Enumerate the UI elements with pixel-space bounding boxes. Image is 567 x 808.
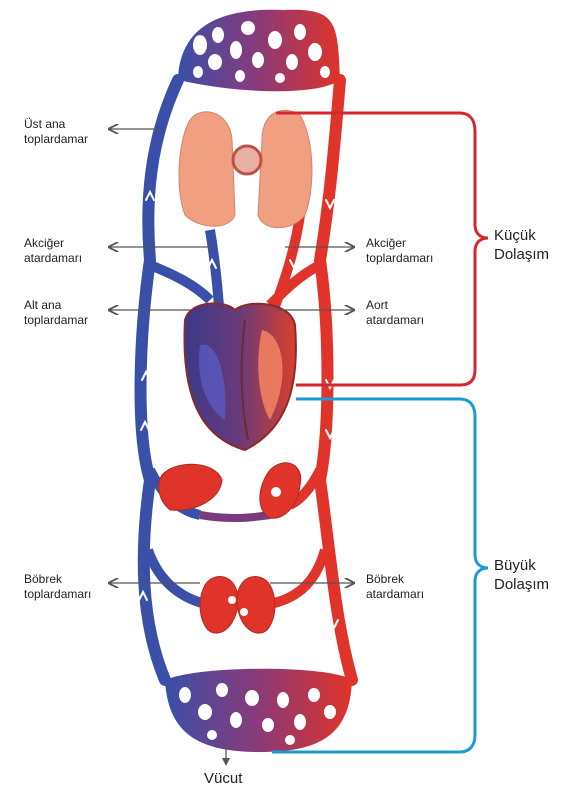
label-vucut: Vücut xyxy=(204,770,242,787)
lungs xyxy=(179,110,312,227)
lung-capillary-network xyxy=(178,10,340,91)
digestive-organ xyxy=(260,463,301,518)
body-capillary-network xyxy=(165,669,352,752)
liver xyxy=(159,464,222,510)
aorta-loop xyxy=(320,80,352,680)
heart xyxy=(184,303,295,450)
kidneys xyxy=(200,577,275,634)
